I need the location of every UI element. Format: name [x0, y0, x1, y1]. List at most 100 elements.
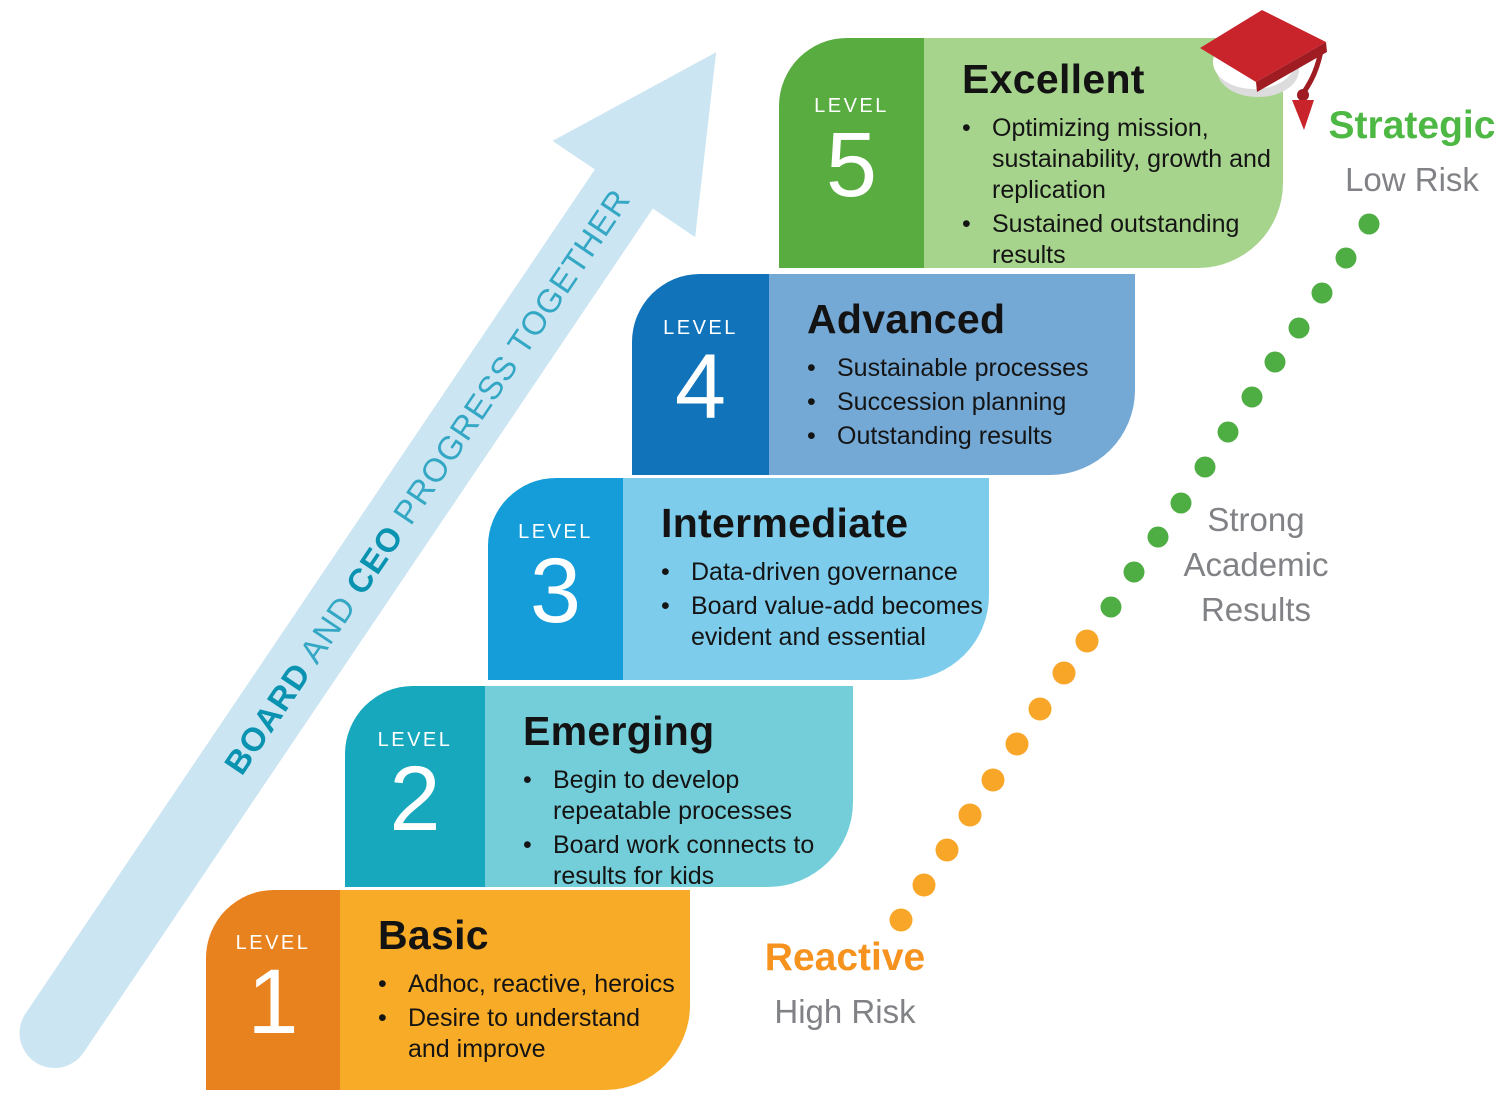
- bullet-icon: •: [962, 210, 971, 238]
- arrow-head-icon: [552, 52, 717, 238]
- bullet-item: • Sustained outstanding results: [962, 209, 1279, 268]
- bullet-text: Board work connects to results for kids: [553, 831, 815, 887]
- risk-low-title: Strategic: [1328, 104, 1496, 147]
- bullet-icon: •: [523, 766, 532, 794]
- dot: [958, 803, 982, 827]
- dot: [1005, 732, 1029, 756]
- bullet-icon: •: [962, 114, 971, 142]
- bullet-item: • Optimizing mission, sustainability, gr…: [962, 113, 1279, 206]
- level-1-block: LEVEL 1 Basic • Adhoc, reactive, heroics…: [206, 890, 690, 1090]
- dot: [1217, 421, 1239, 443]
- level-number: 1: [247, 951, 299, 1054]
- level-4-badge: LEVEL 4: [632, 274, 769, 475]
- level-2-block: LEVEL 2 Emerging • Begin to develop repe…: [345, 686, 853, 887]
- bullet-item: • Outstanding results: [807, 421, 1131, 452]
- level-5-badge: LEVEL 5: [779, 38, 924, 268]
- dot: [1241, 386, 1263, 408]
- level-2-badge: LEVEL 2: [345, 686, 485, 887]
- dot: [889, 908, 913, 932]
- level-2-content: Emerging • Begin to develop repeatable p…: [485, 686, 853, 887]
- level-1-content: Basic • Adhoc, reactive, heroics • Desir…: [340, 890, 690, 1090]
- dot: [1052, 661, 1076, 685]
- risk-high-title: Reactive: [764, 936, 926, 979]
- bullet-list: • Data-driven governance • Board value-a…: [661, 557, 985, 653]
- dot: [1075, 629, 1099, 653]
- graduation-cap-icon: [1200, 10, 1327, 130]
- bullet-icon: •: [523, 831, 532, 859]
- bullet-item: • Succession planning: [807, 387, 1131, 418]
- bullet-item: • Board work connects to results for kid…: [523, 830, 849, 887]
- level-word: LEVEL: [663, 316, 738, 339]
- level-word: LEVEL: [814, 95, 889, 118]
- bullet-icon: •: [378, 970, 387, 998]
- level-number: 4: [674, 335, 727, 438]
- arrow-label-and: AND: [292, 580, 369, 669]
- bullet-list: • Sustainable processes • Succession pla…: [807, 353, 1131, 452]
- cap-board: [1200, 10, 1326, 82]
- bullet-item: • Adhoc, reactive, heroics: [378, 969, 686, 1000]
- level-title: Advanced: [807, 296, 1006, 342]
- level-3-badge: LEVEL 3: [488, 478, 623, 680]
- dot: [1194, 456, 1216, 478]
- bullet-text: Begin to develop repeatable processes: [553, 766, 793, 825]
- bullet-text: Optimizing mission, sustainability, grow…: [992, 114, 1271, 204]
- dot: [1028, 697, 1052, 721]
- bullet-icon: •: [807, 422, 816, 450]
- cap-tassel-cord: [1301, 45, 1325, 94]
- bullet-icon: •: [378, 1004, 387, 1032]
- risk-mid-line: Strong: [1207, 501, 1305, 538]
- risk-low-subtitle: Low Risk: [1345, 161, 1479, 198]
- bullet-text: Succession planning: [837, 388, 1067, 416]
- dot: [981, 768, 1005, 792]
- cap-tassel: [1292, 100, 1314, 130]
- bullet-text: Data-driven governance: [691, 558, 958, 586]
- arrow-label-ceo: CEO: [338, 518, 410, 600]
- bullet-list: • Adhoc, reactive, heroics • Desire to u…: [378, 969, 686, 1065]
- level-title: Basic: [378, 912, 489, 958]
- risk-label-low: Strategic Low Risk: [1307, 104, 1500, 199]
- bullet-text: Desire to understand and improve: [408, 1004, 641, 1063]
- bullet-text: Board value-add becomes evident and esse…: [691, 592, 983, 651]
- bullet-text: Adhoc, reactive, heroics: [408, 970, 675, 998]
- bullet-item: • Begin to develop repeatable processes: [523, 765, 849, 827]
- risk-high-subtitle: High Risk: [774, 993, 916, 1030]
- bullet-list: • Begin to develop repeatable processes …: [523, 765, 849, 887]
- dot: [1311, 282, 1333, 304]
- cap-board-edge: [1256, 42, 1327, 92]
- bullet-list: • Optimizing mission, sustainability, gr…: [962, 113, 1279, 268]
- risk-mid-line: Academic: [1183, 545, 1329, 583]
- risk-label-high: Reactive High Risk: [705, 936, 985, 1031]
- bullet-text: Sustained outstanding results: [992, 210, 1240, 268]
- level-4-content: Advanced • Sustainable processes • Succe…: [769, 274, 1135, 475]
- risk-mid-line: Results: [1200, 590, 1312, 628]
- bullet-item: • Desire to understand and improve: [378, 1003, 686, 1065]
- dot: [1264, 351, 1286, 373]
- level-number: 5: [825, 114, 878, 217]
- risk-label-mid: Strong Academic Results: [1141, 498, 1371, 633]
- level-3-block: LEVEL 3 Intermediate • Data-driven gover…: [488, 478, 989, 680]
- bullet-text: Outstanding results: [837, 422, 1053, 450]
- dot: [912, 873, 936, 897]
- level-title: Intermediate: [661, 500, 909, 546]
- dot: [1288, 317, 1310, 339]
- dot: [1335, 247, 1357, 269]
- bullet-item: • Board value-add becomes evident and es…: [661, 591, 985, 653]
- bullet-item: • Data-driven governance: [661, 557, 985, 588]
- dot: [1100, 596, 1122, 618]
- bullet-icon: •: [661, 558, 670, 586]
- bullet-icon: •: [807, 354, 816, 382]
- arrow-label-board: BOARD: [217, 656, 318, 781]
- level-number: 2: [389, 747, 441, 850]
- bullet-icon: •: [661, 592, 670, 620]
- level-number: 3: [529, 540, 582, 643]
- cap-tassel-knob: [1297, 89, 1309, 101]
- level-1-badge: LEVEL 1: [206, 890, 340, 1090]
- level-title: Excellent: [962, 56, 1145, 102]
- level-4-block: LEVEL 4 Advanced • Sustainable processes…: [632, 274, 1135, 475]
- level-title: Emerging: [523, 708, 715, 754]
- level-3-content: Intermediate • Data-driven governance • …: [623, 478, 989, 680]
- bullet-item: • Sustainable processes: [807, 353, 1131, 384]
- dot: [935, 838, 959, 862]
- bullet-text: Sustainable processes: [837, 354, 1089, 382]
